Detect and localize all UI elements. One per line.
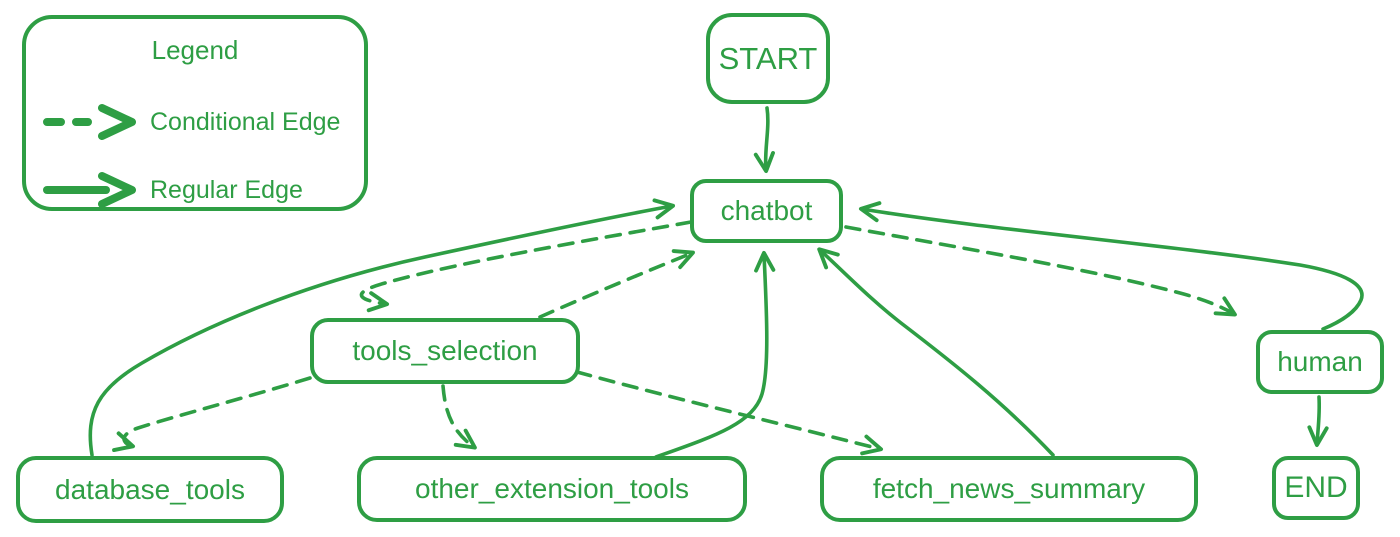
edge-human-to-chatbot	[858, 201, 1364, 331]
legend-item-label: Regular Edge	[150, 175, 303, 204]
legend-item-label: Conditional Edge	[150, 107, 341, 136]
edge-chatbot-to-human	[844, 225, 1237, 317]
node-end-label: END	[1284, 471, 1348, 504]
node-database-tools-label: database_tools	[55, 473, 245, 505]
node-other-extension-tools-label: other_extension_tools	[415, 473, 689, 504]
edge-tools_selection-to-other_extension_tools	[441, 384, 477, 450]
edge-tools_selection-to-chatbot	[538, 249, 695, 319]
node-chatbot: chatbot	[690, 179, 843, 243]
edge-other_extension_tools-to-chatbot	[654, 250, 776, 459]
edge-chatbot-to-tools_selection	[359, 220, 693, 313]
edge-human-to-end	[1307, 395, 1329, 448]
regular-edge-arrow-icon	[43, 172, 136, 208]
legend-item-regular-edge: Regular Edge	[40, 169, 303, 211]
node-end: END	[1272, 456, 1360, 520]
node-tools-selection-label: tools_selection	[352, 335, 538, 366]
node-human: human	[1256, 330, 1384, 394]
legend-box: Legend Conditional Edge Regular Edge	[22, 15, 368, 211]
node-start: START	[706, 13, 830, 104]
node-database-tools: database_tools	[16, 456, 284, 523]
conditional-edge-arrow-icon	[43, 104, 136, 140]
node-start-label: START	[718, 40, 818, 76]
node-fetch-news-summary-label: fetch_news_summary	[872, 473, 1146, 504]
edge-start-to-chatbot	[753, 106, 775, 174]
node-chatbot-label: chatbot	[720, 195, 813, 226]
edge-tools_selection-to-fetch_news_summary	[575, 370, 883, 456]
node-fetch-news-summary: fetch_news_summary	[820, 456, 1198, 522]
legend-title: Legend	[151, 35, 239, 65]
edge-tools_selection-to-database_tools	[112, 376, 312, 453]
edge-fetch_news_summary-to-chatbot	[817, 247, 1055, 457]
edge-database_tools-to-chatbot	[88, 198, 676, 457]
node-other-extension-tools: other_extension_tools	[357, 456, 747, 522]
node-human-label: human	[1277, 346, 1363, 377]
node-tools-selection: tools_selection	[310, 318, 580, 384]
legend-item-conditional-edge: Conditional Edge	[40, 101, 340, 143]
